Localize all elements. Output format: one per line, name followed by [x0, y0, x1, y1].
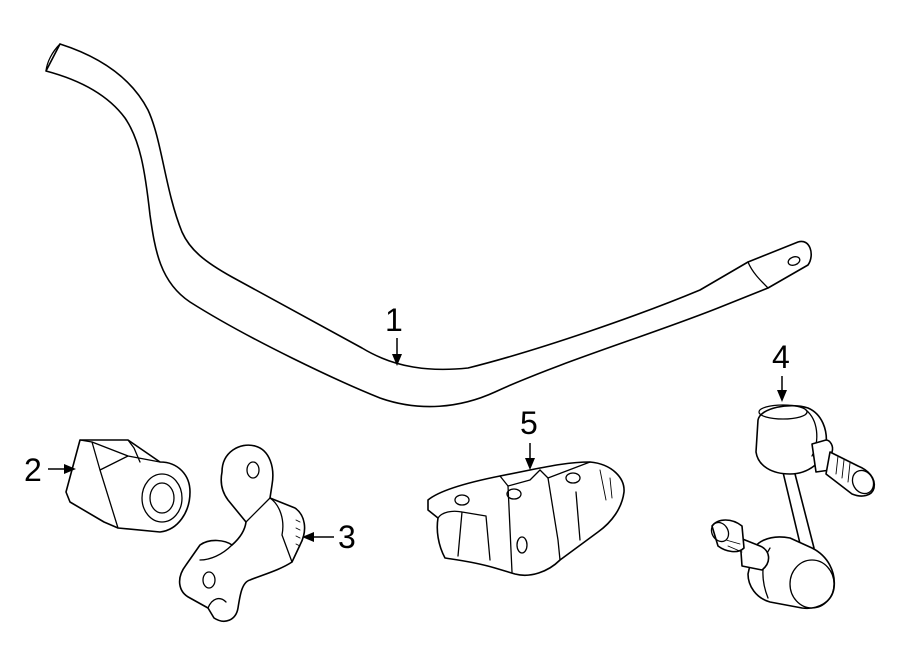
mounting-bracket[interactable] — [427, 461, 625, 576]
callout-2-label: 2 — [24, 452, 42, 488]
callout-5: 5 — [520, 405, 538, 470]
stabilizer-bushing[interactable] — [65, 439, 191, 533]
callout-1: 1 — [385, 302, 403, 366]
callout-4-label: 4 — [772, 339, 790, 375]
callout-3-label: 3 — [338, 519, 356, 555]
callout-2-arrowhead — [64, 464, 76, 474]
stabilizer-link[interactable] — [708, 404, 878, 610]
stabilizer-bar[interactable] — [45, 43, 812, 408]
callout-2: 2 — [24, 452, 76, 488]
callout-4: 4 — [772, 339, 790, 402]
callout-5-label: 5 — [520, 405, 538, 441]
callout-1-label: 1 — [385, 302, 403, 338]
callout-4-arrowhead — [777, 390, 787, 402]
stabilizer-bracket[interactable] — [178, 444, 306, 622]
callout-5-arrowhead — [525, 458, 535, 470]
callout-3: 3 — [302, 519, 356, 555]
callout-3-arrowhead — [302, 532, 314, 542]
callout-1-arrowhead — [392, 354, 402, 366]
